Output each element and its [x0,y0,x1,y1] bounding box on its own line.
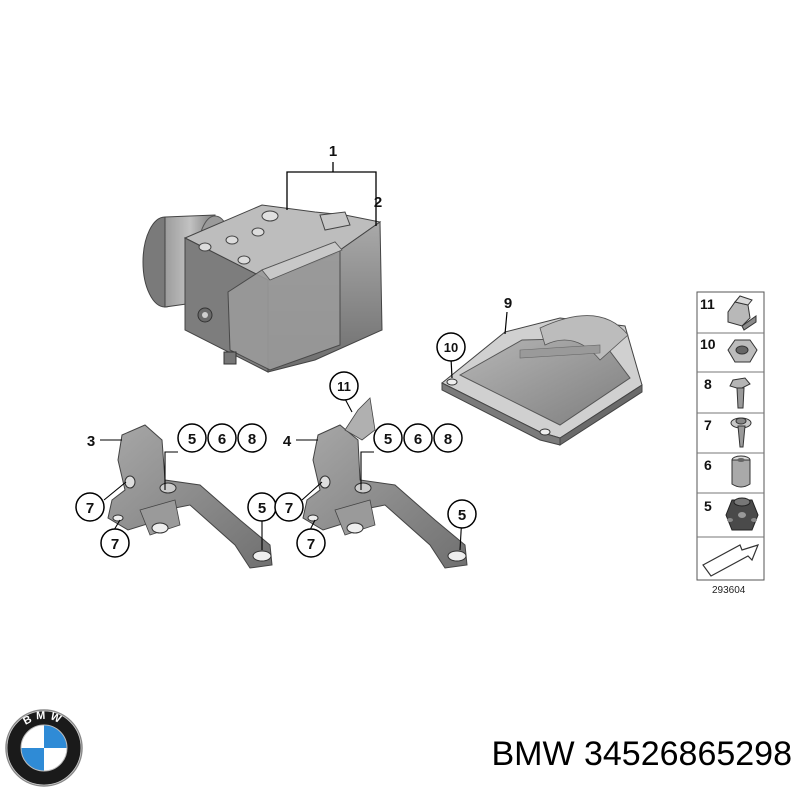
svg-text:7: 7 [285,500,293,517]
legend-label-5: 5 [704,498,712,514]
legend-label-11: 11 [700,296,715,312]
arrow-icon [702,544,760,577]
svg-text:8: 8 [248,431,256,448]
svg-text:7: 7 [86,500,94,517]
svg-text:5: 5 [384,431,392,448]
callout-left-8: 8 [237,423,267,453]
callout-right-8: 8 [433,423,463,453]
callout-11: 11 [329,371,359,401]
bolt-icon [729,377,751,409]
svg-text:11: 11 [337,379,351,394]
rubber-mount-icon [725,497,759,531]
bracket-left [107,424,273,569]
callout-left-5-lower: 5 [247,492,277,522]
svg-text:5: 5 [258,500,266,517]
svg-text:5: 5 [188,431,196,448]
bmw-logo: BMW [5,709,83,787]
hex-nut-icon [727,339,758,363]
hardware-legend: 11 10 8 7 6 5 [696,291,765,596]
callout-left-5: 5 [177,423,207,453]
svg-text:5: 5 [458,507,466,524]
callout-right-7-upper: 7 [274,492,304,522]
screw-icon [730,417,752,448]
abs-hydraulic-unit [142,204,383,373]
callout-left-7-lower: 7 [100,528,130,558]
legend-label-6: 6 [704,457,712,473]
callout-10: 10 [436,332,466,362]
sleeve-icon [731,455,751,488]
callout-right-7-lower: 7 [296,528,326,558]
control-unit-box [441,315,643,446]
legend-label-8: 8 [704,376,712,392]
legend-label-7: 7 [704,417,712,433]
catalog-number: 293604 [712,585,746,596]
callout-left-6: 6 [207,423,237,453]
callout-3: 3 [87,433,95,450]
callout-right-5-lower: 5 [447,499,477,529]
callout-2: 2 [374,194,382,211]
svg-text:6: 6 [414,431,422,448]
svg-text:8: 8 [444,431,452,448]
callout-4: 4 [283,433,292,450]
clip-nut-icon [727,295,757,331]
callout-9: 9 [504,295,512,312]
svg-text:10: 10 [444,340,458,355]
svg-text:7: 7 [307,536,315,553]
callout-leaders-top [286,162,377,226]
callout-right-6: 6 [403,423,433,453]
legend-label-10: 10 [700,336,716,352]
parts-diagram: 1 2 3 4 9 10 11 5 6 8 5 [75,143,765,596]
svg-text:6: 6 [218,431,226,448]
bracket-right [302,397,468,569]
svg-text:7: 7 [111,536,119,553]
callout-right-5: 5 [373,423,403,453]
callout-left-7-upper: 7 [75,492,105,522]
callout-1: 1 [329,143,337,160]
brand-part-number: BMW 34526865298 [491,735,792,773]
callouts: 1 2 3 4 9 10 11 5 6 8 5 [75,143,512,558]
